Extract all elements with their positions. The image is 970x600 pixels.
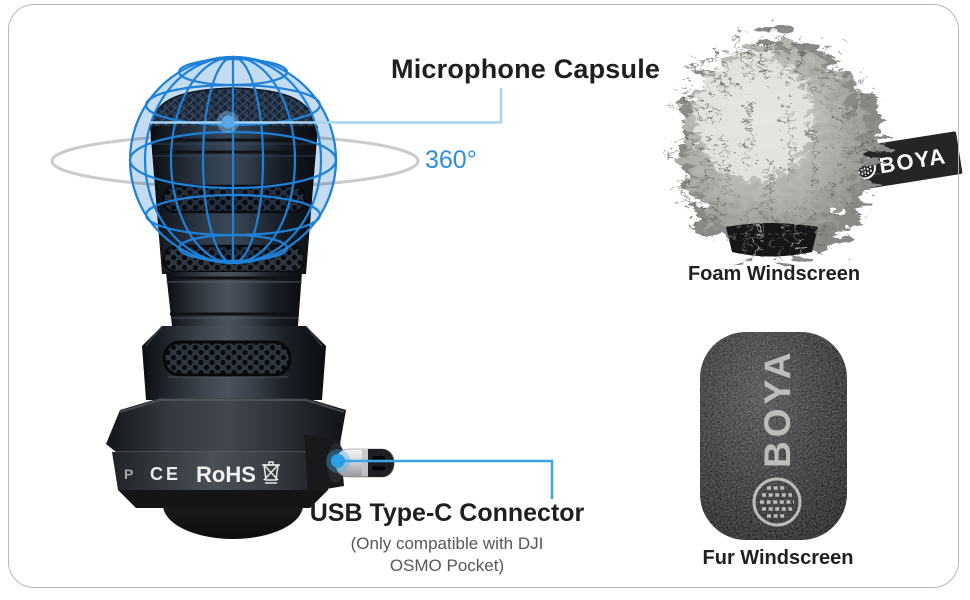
capsule-callout-dot bbox=[221, 115, 235, 129]
foam-branding: BOYA bbox=[752, 348, 802, 527]
usb-connector-label: USB Type-C Connector bbox=[309, 499, 585, 527]
furry-windscreen-image bbox=[660, 21, 876, 257]
furry-windscreen-base-band bbox=[726, 223, 818, 257]
mic-partial-marking: P bbox=[124, 466, 133, 482]
usb-callout bbox=[326, 449, 554, 499]
globe-wireframe bbox=[128, 55, 338, 265]
usb-callout-dot bbox=[331, 454, 345, 468]
mic-rohs-marking: RoHS bbox=[196, 462, 256, 487]
capsule-label: Microphone Capsule bbox=[391, 54, 661, 84]
foam-brand-text: BOYA bbox=[757, 348, 798, 468]
boya-grill-logo bbox=[752, 477, 802, 527]
capsule-callout-line bbox=[150, 88, 503, 124]
foam-windscreen-image: BOYA bbox=[700, 332, 847, 540]
mic-ce-marking: CE bbox=[150, 464, 181, 484]
rotation-360-label: 360° bbox=[425, 146, 477, 174]
fur-windscreen-label: Fur Windscreen bbox=[702, 547, 854, 569]
usb-callout-line bbox=[345, 459, 554, 499]
foam-windscreen-label: Foam Windscreen bbox=[687, 263, 861, 285]
weee-icon bbox=[262, 461, 280, 484]
globe-overlay bbox=[128, 55, 338, 265]
usb-compatibility-note-line1: (Only compatible with DJI bbox=[350, 534, 544, 553]
usb-compatibility-note: (Only compatible with DJI OSMO Pocket) bbox=[351, 533, 544, 577]
capsule-callout bbox=[150, 88, 503, 133]
usb-compatibility-note-line2: OSMO Pocket) bbox=[389, 556, 505, 575]
mic-base-ring bbox=[106, 398, 346, 452]
mic-lower-ring bbox=[118, 490, 328, 508]
usb-type-c-plug bbox=[335, 448, 395, 478]
boya-tag: BOYA bbox=[843, 131, 963, 192]
mic-cert-band bbox=[112, 452, 336, 490]
mic-mid-vent-slot bbox=[162, 340, 292, 377]
